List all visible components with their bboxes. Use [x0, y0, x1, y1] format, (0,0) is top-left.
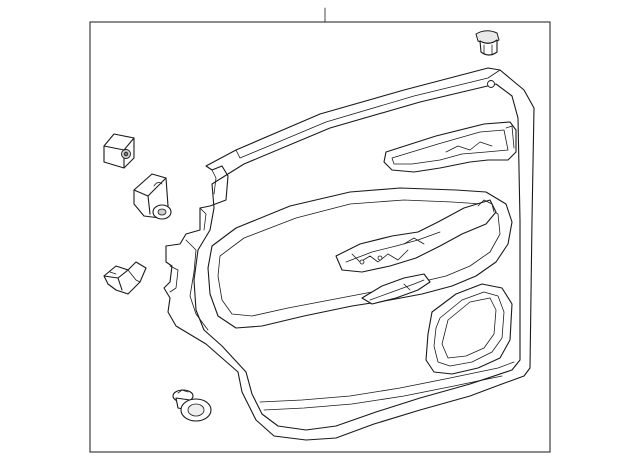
diagram-frame	[89, 21, 551, 453]
round-fastener-icon	[172, 389, 212, 422]
square-nut-icon	[103, 133, 135, 169]
door-panel-icon	[163, 67, 535, 441]
wire-clip-icon	[103, 261, 147, 295]
push-pin-icon	[475, 30, 500, 56]
bracket-icon	[133, 173, 172, 220]
